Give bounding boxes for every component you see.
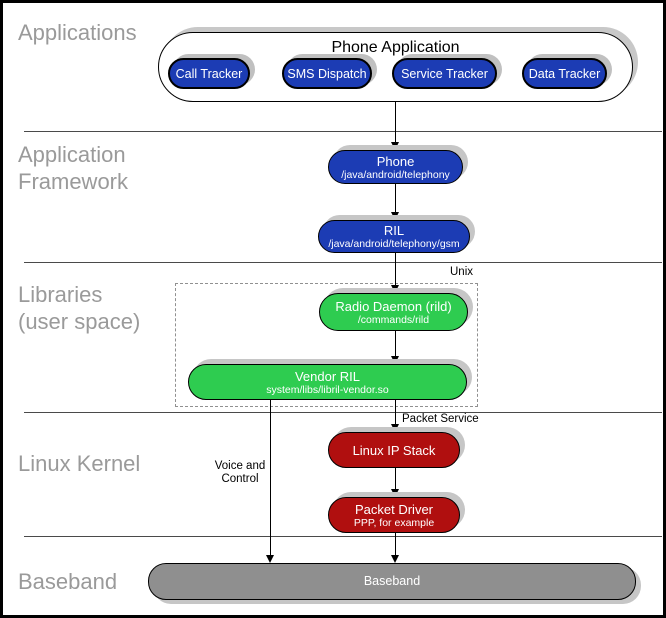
connector-appcontainer-phone [395,102,396,144]
connector-phone-ril [395,184,396,214]
node-vendor-ril-title: Vendor RIL [294,368,361,384]
connector-vendor-ril-ip-stack [395,400,396,426]
section-divider-4 [24,536,662,537]
node-vendor-ril-subtitle: system/libs/libril-vendor.so [266,383,389,396]
node-vendor-ril: Vendor RIL system/libs/libril-vendor.so [188,364,467,400]
node-phone: Phone /java/android/telephony [328,150,463,184]
arrowhead-ip-stack [391,424,399,432]
node-service-tracker: Service Tracker [392,58,497,89]
node-baseband-title: Baseband [363,574,421,588]
unix-label: Unix [450,266,474,278]
phone-application-title: Phone Application [331,39,460,56]
section-label-linux-kernel: Linux Kernel [18,451,141,476]
node-call-tracker: Call Tracker [168,58,250,89]
node-packet-driver-subtitle: PPP, for example [353,516,435,529]
node-radio-daemon: Radio Daemon (rild) /commands/rild [319,293,468,331]
unix-dashed-box [175,283,478,407]
connector-radio-daemon-vendor-ril [395,331,396,358]
node-phone-subtitle: /java/android/telephony [341,168,450,181]
node-phone-title: Phone [376,153,415,169]
node-ril-title: RIL [383,223,405,238]
node-packet-driver: Packet Driver PPP, for example [328,497,460,533]
section-divider-2 [24,262,662,263]
arrowhead-vendor-ril [391,356,399,364]
connector-ip-stack-packet-driver [395,468,396,491]
section-divider-3 [24,412,662,413]
node-linux-ip-stack-title: Linux IP Stack [352,442,436,458]
packet-service-label: Packet Service [402,413,479,425]
voice-control-line: Control [221,473,259,485]
arrowhead-baseband-voice [266,555,274,563]
arrowhead-phone [391,142,399,150]
node-ril-subtitle: /java/android/telephony/gsm [328,238,460,250]
section-label-baseband: Baseband [18,569,118,594]
connector-ril-radio-daemon [395,253,396,287]
node-radio-daemon-subtitle: /commands/rild [357,313,430,326]
section-label-line: Application [18,142,126,167]
node-sms-dispatch: SMS Dispatch [282,58,372,89]
arrowhead-baseband-packet [391,555,399,563]
voice-control-line: Voice and [214,460,266,472]
connector-vendor-ril-baseband-voice [270,400,271,557]
section-divider-1 [24,131,662,132]
section-label-line: Framework [18,169,129,194]
node-radio-daemon-title: Radio Daemon (rild) [335,298,452,314]
section-label-applications: Applications [18,20,137,45]
node-packet-driver-title: Packet Driver [354,501,434,517]
section-label-line: (user space) [18,309,141,334]
arrowhead-ril [391,212,399,220]
section-label-line: Libraries [18,282,103,307]
connector-packet-driver-baseband [395,533,396,557]
node-ril: RIL /java/android/telephony/gsm [318,220,470,253]
node-linux-ip-stack: Linux IP Stack [328,432,460,468]
node-baseband: Baseband [148,563,636,600]
node-data-tracker: Data Tracker [522,58,607,89]
arrowhead-packet-driver [391,489,399,497]
section-label-libraries: Libraries(user space) [18,281,140,335]
arrowhead-radio-daemon [391,285,399,293]
